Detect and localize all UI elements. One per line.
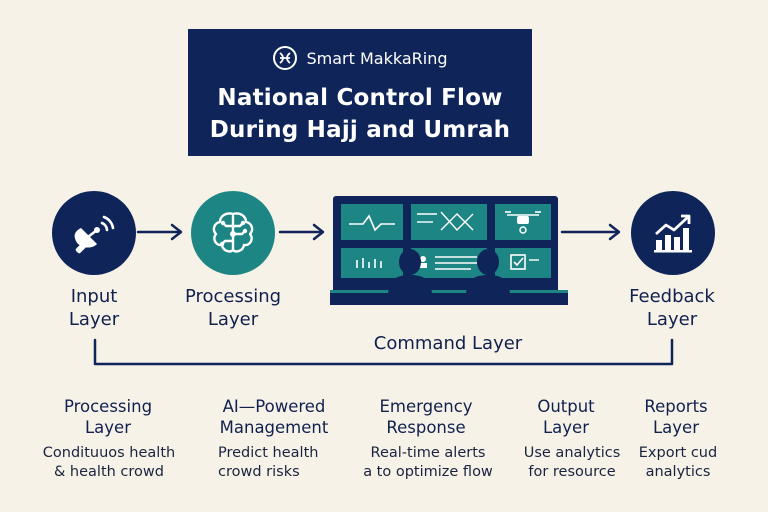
input-layer-circle bbox=[52, 191, 136, 275]
detail-processing-title: Processing Layer bbox=[48, 396, 168, 438]
detail-emergency-title: Emergency Response bbox=[360, 396, 492, 438]
detail-processing-desc: Condituuos health & health crowd bbox=[34, 444, 184, 482]
operators-icon bbox=[388, 249, 510, 296]
brand-logo-icon bbox=[273, 46, 298, 70]
detail-output-title-line-2: Layer bbox=[542, 418, 589, 437]
drone-icon bbox=[505, 211, 541, 234]
feedback-layer-label-line-1: Feedback bbox=[629, 286, 715, 307]
detail-emergency-title-line-1: Emergency bbox=[379, 397, 473, 416]
person-list-icon bbox=[419, 256, 477, 270]
detail-output-title-line-1: Output bbox=[537, 397, 595, 416]
screen-panel-bars bbox=[341, 248, 403, 278]
processing-layer-circle bbox=[191, 191, 275, 275]
level-bars-icon bbox=[356, 258, 382, 268]
control-room-icon bbox=[333, 196, 558, 294]
detail-output-desc: Use analytics for resource bbox=[512, 444, 632, 482]
detail-reports-desc-line-2: analytics bbox=[645, 464, 711, 480]
detail-processing-title-line-2: Layer bbox=[84, 418, 131, 437]
detail-emergency-desc-line-1: Real-time alerts bbox=[370, 445, 486, 461]
detail-ai-desc-line-2: crowd risks bbox=[218, 464, 300, 480]
detail-reports-desc-line-1: Export cud bbox=[638, 445, 718, 461]
detail-processing-desc-line-2: & health crowd bbox=[54, 464, 164, 480]
processing-layer-label-line-1: Processing bbox=[184, 286, 282, 307]
detail-ai-title-line-2: Management bbox=[219, 418, 329, 437]
feedback-layer-label-line-2: Layer bbox=[646, 309, 698, 330]
detail-output-desc-line-1: Use analytics bbox=[523, 445, 621, 461]
arrowhead-command-to-feedback bbox=[608, 223, 621, 241]
feedback-layer-circle bbox=[631, 191, 715, 275]
screen-panel-list bbox=[411, 248, 487, 278]
page-title-line-1: National Control Flow bbox=[217, 85, 503, 111]
input-layer-label: Input Layer bbox=[42, 285, 146, 331]
page-title-line-2: During Hajj and Umrah bbox=[209, 117, 511, 143]
detail-reports-desc: Export cud analytics bbox=[624, 444, 732, 482]
brand-row: Smart MakkaRing bbox=[188, 43, 532, 73]
route-map-icon bbox=[417, 211, 474, 232]
checklist-icon bbox=[510, 254, 539, 270]
processing-layer-label: Processing Layer bbox=[170, 285, 296, 331]
detail-ai-title-line-1: AI—Powered bbox=[222, 397, 326, 416]
detail-ai-desc: Predict health crowd risks bbox=[200, 444, 348, 482]
waveform-icon bbox=[349, 214, 395, 232]
detail-output-desc-line-2: for resource bbox=[528, 464, 616, 480]
satellite-dish-icon bbox=[74, 215, 115, 254]
input-layer-label-line-2: Layer bbox=[68, 309, 120, 330]
processing-layer-label-line-2: Layer bbox=[207, 309, 259, 330]
screen-panel-drone bbox=[495, 204, 551, 240]
brain-circuit-icon bbox=[212, 212, 254, 253]
title-banner: Smart MakkaRing National Control Flow Du… bbox=[188, 29, 532, 156]
screen-panel-map bbox=[411, 204, 487, 240]
command-layer-label: Command Layer bbox=[373, 333, 523, 354]
screen-panel-waveform bbox=[341, 204, 403, 240]
detail-output-title: Output Layer bbox=[516, 396, 616, 438]
detail-emergency-desc: Real-time alerts a to optimize flow bbox=[350, 444, 506, 482]
detail-reports-title: Reports Layer bbox=[628, 396, 724, 438]
detail-reports-title-line-1: Reports bbox=[644, 397, 708, 416]
brand-name: Smart MakkaRing bbox=[306, 48, 448, 68]
detail-reports-title-line-2: Layer bbox=[652, 418, 699, 437]
detail-processing-desc-line-1: Condituuos health bbox=[42, 445, 176, 461]
feedback-layer-label: Feedback Layer bbox=[616, 285, 728, 331]
detail-processing-title-line-1: Processing bbox=[63, 397, 153, 416]
screen-panel-checklist bbox=[495, 248, 551, 278]
console-desk-top bbox=[330, 290, 568, 295]
detail-emergency-desc-line-2: a to optimize flow bbox=[363, 464, 493, 480]
input-layer-label-line-1: Input bbox=[70, 286, 118, 307]
arrowhead-input-to-processing bbox=[170, 223, 183, 241]
feedback-loop-line bbox=[93, 338, 674, 366]
detail-emergency-title-line-2: Response bbox=[386, 418, 466, 437]
detail-ai-title: AI—Powered Management bbox=[208, 396, 340, 438]
growth-chart-icon bbox=[654, 214, 692, 253]
arrowhead-processing-to-command bbox=[312, 223, 325, 241]
detail-ai-desc-line-1: Predict health bbox=[218, 445, 319, 461]
